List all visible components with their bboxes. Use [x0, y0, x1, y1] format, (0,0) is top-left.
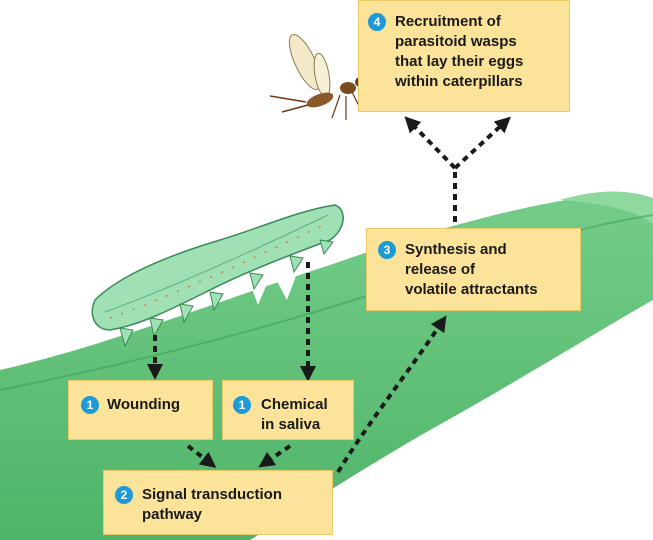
step-number-badge: 3: [378, 241, 396, 259]
step-wounding-box: 1 Wounding: [68, 380, 213, 440]
step-number-badge: 2: [115, 486, 133, 504]
step-label: Recruitment of parasitoid wasps that lay…: [395, 13, 524, 90]
step-label: Wounding: [107, 396, 181, 413]
step-chemical-box: 1 Chemical in saliva: [222, 380, 354, 440]
step-number-badge: 1: [233, 396, 251, 414]
arrow-chemical-signal: [258, 444, 292, 468]
arrows: [147, 116, 511, 474]
step-recruit-box: 4 Recruitment of parasitoid wasps that l…: [358, 0, 570, 112]
step-label: Signal transduction pathway: [142, 486, 283, 523]
step-number-badge: 1: [81, 396, 99, 414]
step-synthesis-box: 3 Synthesis and release of volatile attr…: [366, 228, 581, 311]
step-label: Synthesis and release of volatile attrac…: [405, 241, 538, 298]
arrow-signal-synthesis: [336, 315, 447, 474]
step-number-badge: 4: [368, 13, 386, 31]
caterpillar-icon: [91, 204, 344, 348]
arrow-to-recruit-right: [453, 116, 511, 170]
arrow-wounding-signal: [186, 444, 217, 468]
step-label: Chemical in saliva: [261, 396, 328, 433]
arrow-to-recruit-left: [404, 116, 457, 170]
step-signal-box: 2 Signal transduction pathway: [103, 470, 333, 535]
